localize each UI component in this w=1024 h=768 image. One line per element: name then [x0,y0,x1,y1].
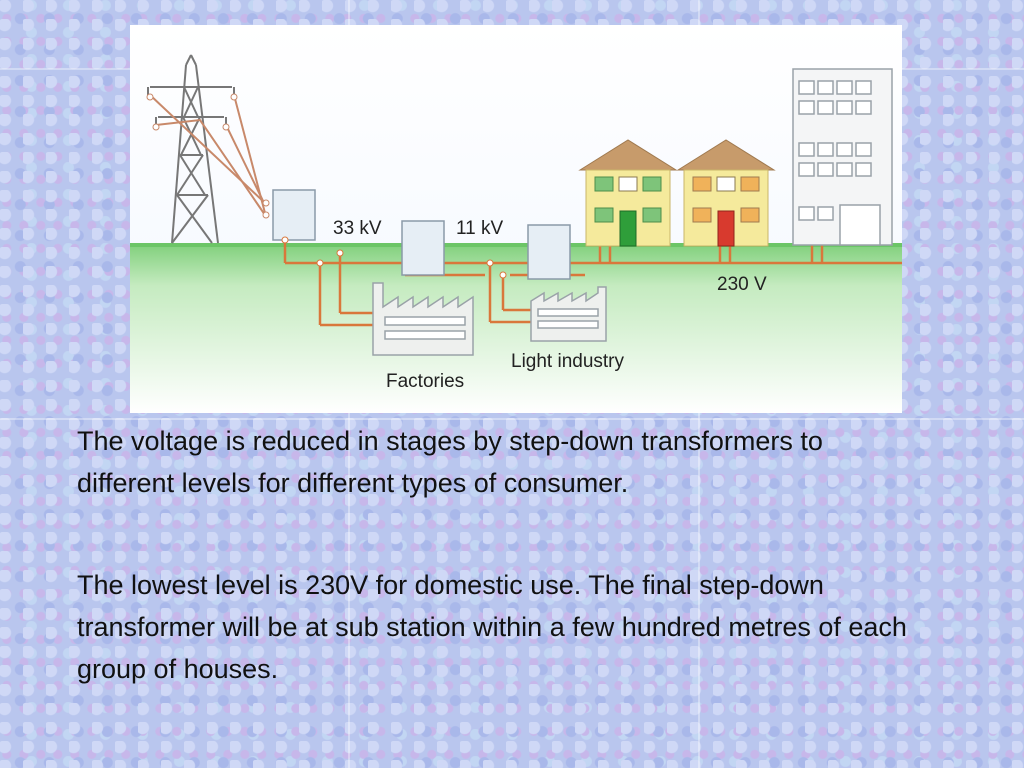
power-distribution-diagram: 33 kV 11 kV 230 V Factories Light indust… [130,25,902,413]
house-icon [578,139,678,247]
label-factories: Factories [386,371,464,392]
pylon-icon [147,54,235,244]
label-light-industry: Light industry [511,351,625,372]
factory-icon [372,282,474,356]
transformer-icon [272,189,571,280]
ground [130,243,902,413]
label-33kv: 33 kV [333,218,382,239]
label-230v: 230 V [717,274,767,295]
light-industry-icon [530,286,607,342]
house-icon [676,139,776,247]
paragraph-domestic-voltage: The lowest level is 230V for domestic us… [77,570,907,684]
label-11kv: 11 kV [456,218,504,239]
office-building-icon [792,68,893,246]
paragraph-voltage-stages: The voltage is reduced in stages by step… [77,426,823,498]
